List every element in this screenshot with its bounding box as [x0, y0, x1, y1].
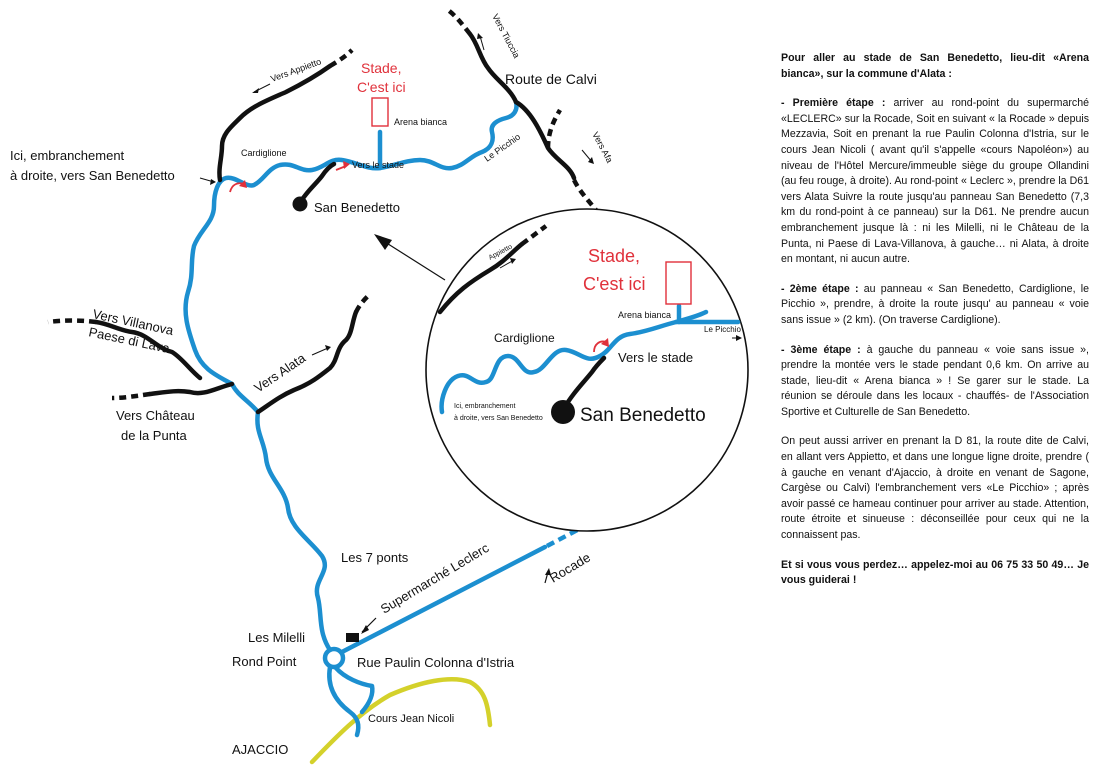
label-cours-jean-nicoli: Cours Jean Nicoli: [368, 713, 454, 725]
label-san-benedetto: San Benedetto: [314, 200, 400, 215]
label-stade-line2: C'est ici: [357, 79, 406, 95]
label-route-de-calvi: Route de Calvi: [505, 71, 597, 87]
step2-title: - 2ème étape :: [781, 282, 859, 295]
inset-label-cardiglione: Cardiglione: [494, 331, 555, 345]
step1-body: arriver au rond-point du supermarché «LE…: [781, 97, 1089, 266]
step2-body: au panneau « San Benedetto, Cardiglione,…: [781, 282, 1089, 326]
label-vers-le-stade: Vers le stade: [352, 160, 404, 170]
directions-alternative: On peut aussi arriver en prenant la D 81…: [781, 435, 1089, 542]
label-arena-bianca: Arena bianca: [394, 117, 447, 127]
rocade-dashed: [545, 516, 602, 548]
label-cardiglione: Cardiglione: [241, 148, 287, 158]
inset-main-road: [439, 309, 709, 415]
rocade-road: [337, 544, 548, 656]
inset-san-benedetto-spur: [560, 355, 607, 413]
label-rue-paulin: Rue Paulin Colonna d'Istria: [357, 655, 515, 670]
directions-step2: - 2ème étape : au panneau « San Benedett…: [781, 282, 1089, 329]
route-vers-tiuccia: [467, 31, 519, 105]
cours-jean-nicoli-road: [333, 665, 375, 715]
road-vers-alata-dashed: [353, 294, 370, 314]
san-benedetto-dot: [292, 196, 308, 212]
road-vers-villanova: [93, 319, 203, 381]
step3-title: - 3ème étape :: [781, 343, 861, 356]
rue-paulin-road: [327, 664, 361, 738]
inset-label-stade-line1: Stade,: [588, 246, 640, 266]
directions-intro: Pour aller au stade de San Benedetto, li…: [781, 52, 1089, 80]
road-vers-villanova-dashed: [47, 318, 97, 325]
step3-body: à gauche du panneau « voie sans issue »,…: [781, 343, 1090, 418]
label-vers-chateau-line2: de la Punta: [121, 428, 188, 443]
route-de-calvi-dashed: [571, 178, 598, 212]
inset-stade-marker: [665, 261, 692, 305]
inset-label-ici-line2: à droite, vers San Benedetto: [454, 415, 543, 422]
road-vers-appietto: [217, 63, 333, 183]
label-vers-chateau-line1: Vers Château: [116, 408, 195, 423]
label-vers-appietto: Vers Appietto: [269, 56, 322, 84]
road-vers-appietto-dashed: [328, 48, 354, 68]
inset-label-ici-line1: Ici, embranchement: [454, 403, 516, 410]
inset-san-benedetto-dot: [551, 400, 575, 424]
road-le-picchio-dashed: [545, 108, 562, 149]
d61-road: [183, 99, 519, 653]
inset-label-san-benedetto: San Benedetto: [580, 405, 706, 426]
label-ajaccio: AJACCIO: [232, 742, 288, 757]
label-ici-line2: à droite, vers San Benedetto: [10, 168, 175, 183]
road-vers-chateau-dashed: [111, 391, 151, 401]
inset-label-vers-le-stade: Vers le stade: [618, 350, 693, 365]
milelli-roundabout: [322, 646, 346, 670]
inset-label-stade-line2: C'est ici: [583, 274, 645, 294]
label-les-7-ponts: Les 7 ponts: [341, 550, 409, 565]
directions-step3: - 3ème étape : à gauche du panneau « voi…: [781, 343, 1089, 421]
inset-zoom: [425, 208, 749, 532]
inset-label-le-picchio: Le Picchio: [704, 325, 741, 334]
supermarche-building: [346, 633, 359, 642]
label-stade-line1: Stade,: [361, 60, 401, 76]
route-de-calvi: [513, 99, 577, 181]
label-vers-tiuccia: Vers Tiuccia: [490, 12, 522, 60]
road-vers-chateau: [147, 381, 235, 397]
inset-label-arena-bianca: Arena bianca: [618, 310, 671, 320]
directions-step1: - Première étape : arriver au rond-point…: [781, 96, 1089, 268]
directions-outro: Et si vous vous perdez… appelez-moi au 0…: [781, 558, 1089, 587]
arrow-vers-alata: [311, 347, 329, 356]
label-les-milelli-line1: Les Milelli: [248, 630, 305, 645]
inset-road-appietto-dashed: [520, 224, 548, 246]
san-benedetto-spur: [297, 161, 337, 206]
step1-title: - Première étape :: [781, 97, 886, 110]
label-rocade: Rocade: [547, 550, 593, 586]
inset-road-appietto: [437, 241, 525, 315]
route-map: Vers Appietto Vers Tiuccia Stade, C'est …: [10, 8, 749, 765]
ajaccio-road-yellow: [309, 677, 493, 765]
stade-marker: [371, 97, 389, 127]
road-vers-alata: [255, 309, 359, 415]
route-vers-tiuccia-dashed: [446, 8, 472, 36]
label-ici-line1: Ici, embranchement: [10, 148, 125, 163]
directions-panel: Pour aller au stade de San Benedetto, li…: [781, 51, 1089, 603]
label-vers-afa: Vers Afa: [590, 130, 615, 164]
label-les-milelli-line2: Rond Point: [232, 654, 297, 669]
inset-pointer-line: [384, 241, 446, 281]
